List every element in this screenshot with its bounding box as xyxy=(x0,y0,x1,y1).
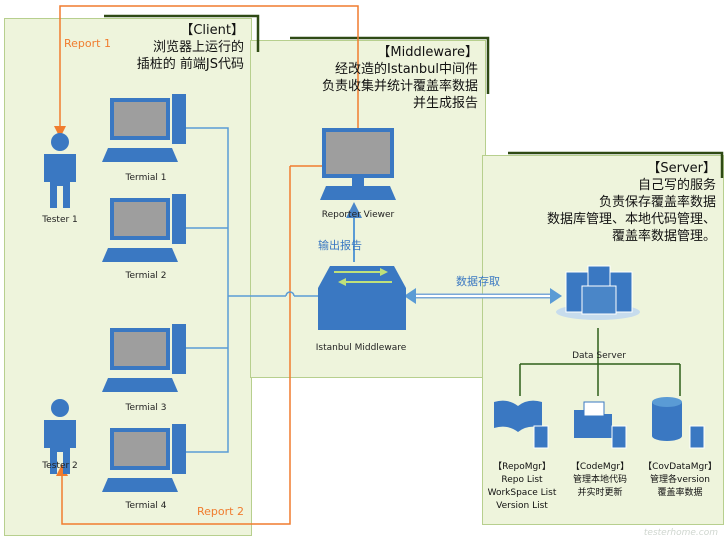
terminal-1-label: Termial 1 xyxy=(125,173,167,183)
terminal-4-label: Termial 4 xyxy=(125,501,167,511)
terminal-2-label: Termial 2 xyxy=(125,271,167,281)
server-line3: 数据库管理、本地代码管理、 xyxy=(546,212,716,227)
client-header: 【Client】 xyxy=(180,23,244,38)
terminal-4-icon xyxy=(102,424,186,492)
client-header-bar xyxy=(104,14,260,52)
repo-mgr-line3: Version List xyxy=(496,501,548,511)
istanbul-middleware-icon xyxy=(318,266,406,330)
middleware-header-bar xyxy=(290,36,490,94)
code-mgr-icon xyxy=(574,401,627,449)
server-header: 【Server】 xyxy=(647,161,716,176)
cov-data-mgr-icon xyxy=(652,397,705,449)
server-line1: 自己写的服务 xyxy=(637,178,716,193)
cov-data-mgr-title: 【CovDataMgr】 xyxy=(643,462,717,472)
repo-mgr-icon xyxy=(494,400,549,449)
server-module-connectors xyxy=(519,328,681,396)
cov-data-mgr-module: 【CovDataMgr】 管理各version 覆盖率数据 xyxy=(638,461,722,500)
repo-mgr-line1: Repo List xyxy=(501,475,543,485)
report-1-path xyxy=(54,5,359,138)
repo-mgr-module: 【RepoMgr】 Repo List WorkSpace List Versi… xyxy=(482,461,562,513)
cov-data-mgr-line2: 覆盖率数据 xyxy=(657,488,703,498)
middleware-line3: 并生成报告 xyxy=(412,96,478,111)
server-panel xyxy=(482,155,724,525)
server-header-bar xyxy=(508,151,724,178)
watermark: testerhome.com xyxy=(643,528,718,538)
code-mgr-line2: 并实时更新 xyxy=(577,488,623,498)
tester-1-icon xyxy=(44,133,76,208)
tester-2-icon xyxy=(44,399,76,474)
repo-mgr-title: 【RepoMgr】 xyxy=(493,462,551,472)
server-line4: 覆盖率数据管理。 xyxy=(611,229,716,244)
tester-2-label: Tester 2 xyxy=(42,461,78,471)
client-title: 【Client】 浏览器上运行的 插桩的 前端JS代码 xyxy=(137,22,244,73)
data-server-icon xyxy=(556,265,640,320)
terminal-3-icon xyxy=(102,324,186,392)
terminal-connectors xyxy=(186,127,322,453)
cov-data-mgr-line1: 管理各version xyxy=(650,475,710,485)
server-title: 【Server】 自己写的服务 负责保存覆盖率数据 数据库管理、本地代码管理、 … xyxy=(547,160,716,245)
middleware-line1: 经改造的Istanbul中间件 xyxy=(334,62,478,77)
terminal-1-icon xyxy=(102,94,186,162)
code-mgr-title: 【CodeMgr】 xyxy=(570,462,630,472)
report-2-label: Report 2 xyxy=(197,505,244,518)
data-server-label: Data Server xyxy=(572,351,626,361)
report-2-path xyxy=(56,166,291,525)
reporter-viewer-icon xyxy=(320,128,396,200)
data-access-arrow xyxy=(404,288,562,304)
output-report-label: 输出报告 xyxy=(318,239,362,252)
terminal-3-label: Termial 3 xyxy=(125,403,167,413)
client-line2: 插桩的 前端JS代码 xyxy=(136,57,244,72)
code-mgr-module: 【CodeMgr】 管理本地代码 并实时更新 xyxy=(562,461,638,500)
middleware-line2: 负责收集并统计覆盖率数据 xyxy=(321,79,478,94)
client-line1: 浏览器上运行的 xyxy=(152,40,244,55)
middleware-title: 【Middleware】 经改造的Istanbul中间件 负责收集并统计覆盖率数… xyxy=(322,44,478,112)
report-1-label: Report 1 xyxy=(64,37,111,50)
terminal-2-icon xyxy=(102,194,186,262)
istanbul-middleware-label: Istanbul Middleware xyxy=(315,343,407,353)
code-mgr-line1: 管理本地代码 xyxy=(572,475,627,485)
middleware-header: 【Middleware】 xyxy=(377,45,478,60)
tester-1-label: Tester 1 xyxy=(42,215,78,225)
data-access-label: 数据存取 xyxy=(456,275,500,288)
server-line2: 负责保存覆盖率数据 xyxy=(598,195,716,210)
repo-mgr-line2: WorkSpace List xyxy=(487,488,557,498)
reporter-viewer-label: Reporter Viewer xyxy=(321,210,395,220)
